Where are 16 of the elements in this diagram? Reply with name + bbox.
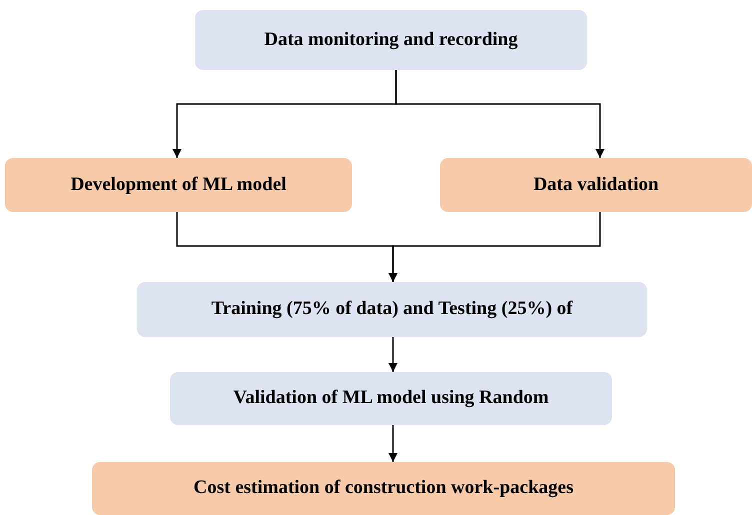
arrow: [388, 337, 398, 372]
process-box: [170, 372, 612, 425]
arrow: [388, 212, 601, 282]
box-label: Data validation: [533, 172, 659, 197]
process-box: [5, 158, 352, 212]
box-label: Cost estimation of construction work-packages: [194, 476, 574, 500]
box-label: Validation of ML model using Random: [233, 386, 549, 410]
process-box: [440, 158, 752, 212]
box-label: Data monitoring and recording: [264, 28, 518, 52]
arrow: [388, 425, 398, 462]
box-label: Development of ML model: [70, 172, 286, 197]
process-box: [137, 282, 647, 337]
process-box: [195, 10, 587, 70]
process-box: [92, 462, 675, 515]
box-label: Training (75% of data) and Testing (25%) of: [211, 297, 573, 322]
arrow: [395, 70, 604, 158]
